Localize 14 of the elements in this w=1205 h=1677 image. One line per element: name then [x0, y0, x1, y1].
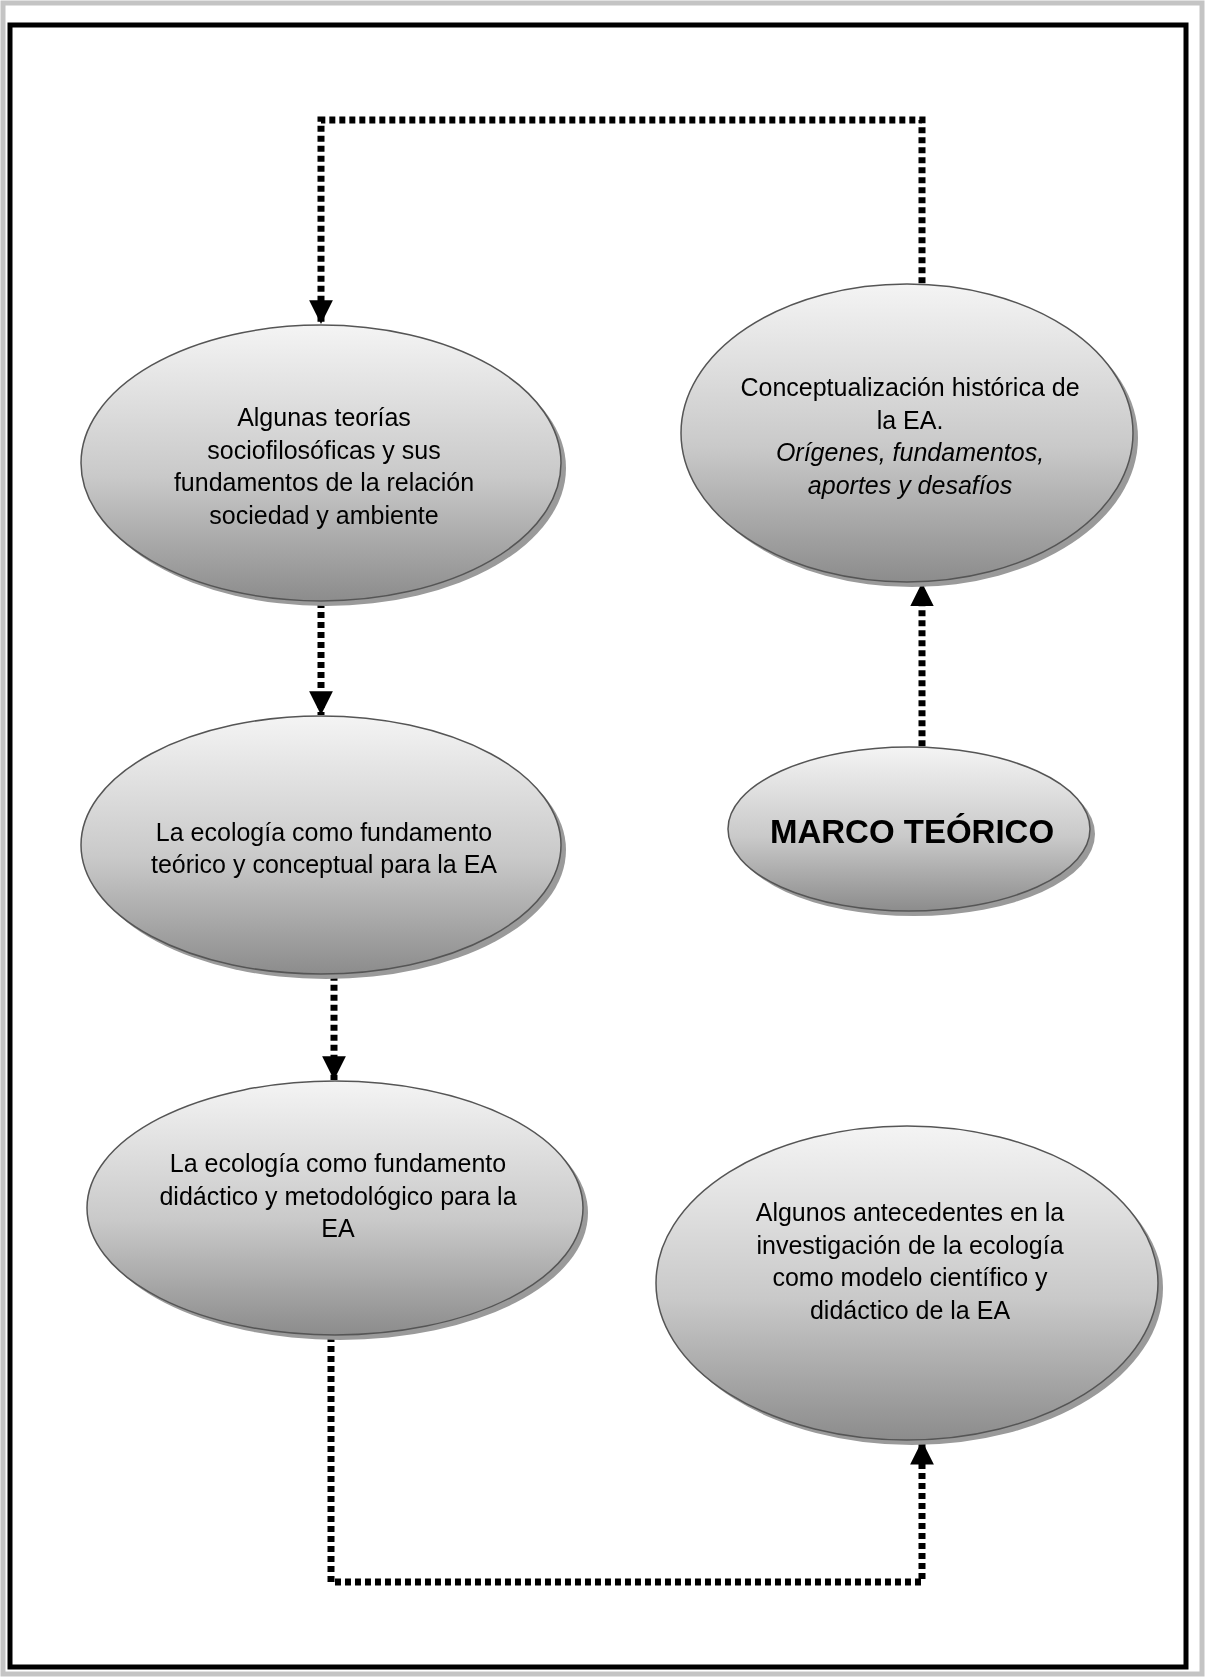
topic-ellipse	[727, 746, 1097, 918]
topic-ellipse	[80, 324, 568, 608]
ellipse-text: Conceptualización histórica de la EA.	[740, 372, 1080, 436]
topic-ellipse	[80, 715, 568, 981]
dotted-arrow	[309, 116, 926, 324]
ellipse-text: Algunos antecedentes en la investigación de la ecología como modelo científico y didáctico de la EA	[754, 1197, 1066, 1326]
topic-ellipse	[86, 1080, 590, 1342]
ellipse-text: Orígenes, fundamentos, aportes y desafíos	[774, 437, 1046, 501]
topic-ellipse	[680, 283, 1140, 589]
ellipse-text: Algunas teorías sociofilosóficas y sus fundamentos de la relación sociedad y ambiente	[172, 402, 476, 531]
topic-ellipse	[655, 1125, 1165, 1447]
ellipse-text: La ecología como fundamento didáctico y metodológico para la EA	[158, 1148, 518, 1245]
ellipse-text: La ecología como fundamento teórico y conceptual para la EA	[150, 816, 498, 880]
ellipse-text: MARCO TEÓRICO	[769, 813, 1055, 851]
